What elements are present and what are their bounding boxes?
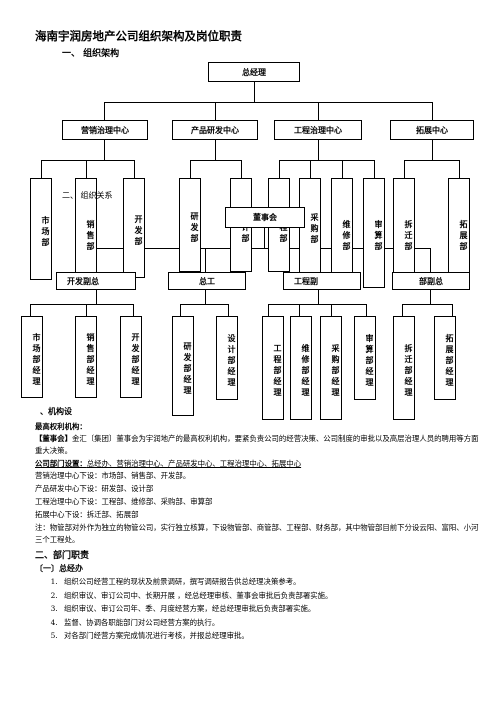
node-mgr-market: 市场部经理 bbox=[21, 316, 43, 398]
node-deputy-engineering: 工程副 bbox=[283, 272, 361, 290]
dept-label: 公司部门设置： bbox=[35, 459, 87, 468]
node-mgr-expand: 拓展部经理 bbox=[434, 316, 456, 400]
dept-setup: 公司部门设置：总经办、营销治理中心、产品研发中心、工程治理中心、拓展中心 bbox=[35, 458, 485, 470]
node-dept-audit: 审算部 bbox=[363, 178, 385, 288]
list-item: 组织审议、审订公司年、季、月度经营方案，经总经理审批后负责部署实施。 bbox=[60, 602, 480, 616]
page-title: 海南宇润房地产公司组织架构及岗位职责 bbox=[35, 29, 242, 43]
node-mgr-audit: 审算部经理 bbox=[354, 316, 376, 400]
node-center-expansion: 拓展中心 bbox=[390, 120, 474, 140]
node-mgr-maintenance: 维修部经理 bbox=[290, 316, 312, 420]
dept-text: 总经办、营销治理中心、产品研发中心、工程治理中心、拓展中心 bbox=[86, 459, 302, 468]
body-line: 产品研发中心下设：研发部、设计部 bbox=[35, 484, 154, 493]
body-line: 营销治理中心下设：市场部、销售部、开发部。 bbox=[35, 471, 191, 480]
board-text: 金汇〔集团〕董事会为宇润地产的最高权利机构，要紧负责公司的经营决策、公司制度的审… bbox=[35, 434, 479, 455]
node-dept-development: 开发部 bbox=[123, 178, 145, 278]
node-mgr-demolition: 拆迁部经理 bbox=[393, 316, 415, 420]
node-mgr-research: 研发部经理 bbox=[172, 316, 194, 416]
node-center-marketing: 营销治理中心 bbox=[62, 120, 148, 140]
list-item: 组织公司经营工程的现状及前景调研，撰写调研报告供总经理决策参考。 bbox=[60, 575, 480, 589]
section-fragment: 、机构设 bbox=[40, 407, 72, 416]
top-org-label: 最高权利机构： bbox=[35, 422, 87, 431]
subsection-heading: 〔一〕总经办 bbox=[35, 564, 83, 573]
node-mgr-design: 设计部经理 bbox=[216, 316, 238, 400]
node-deputy-expansion: 部副总 bbox=[392, 272, 470, 290]
board-tag: 【董事会】 bbox=[35, 434, 72, 443]
duties-list: 组织公司经营工程的现状及前景调研，撰写调研报告供总经理决策参考。 组织审议、审订… bbox=[45, 575, 480, 643]
node-board: 董事会 bbox=[225, 207, 305, 228]
list-item: 组织审议、审订公司中、长期开展 ，经总经理审核、董事会审批后负责部署实施。 bbox=[60, 589, 480, 603]
node-center-product: 产品研发中心 bbox=[172, 120, 258, 140]
body-line: 拓展中心下设：拆迁部、拓展部 bbox=[35, 510, 139, 519]
node-dept-research: 研发部 bbox=[179, 178, 201, 272]
node-mgr-purchasing: 采购部经理 bbox=[320, 316, 342, 420]
body-note: 注：物管部对外作为独立的物管公司，实行独立核算，下设物管部、商管部、工程部、财务… bbox=[35, 523, 479, 544]
node-center-engineering: 工程治理中心 bbox=[274, 120, 362, 140]
section-heading-org: 一、 组织架构 bbox=[62, 49, 120, 59]
list-item: 对各部门经营方案完成情况进行考核，并报总经理审批。 bbox=[60, 629, 480, 643]
list-item: 监督、协调各职能部门对公司经营方案的执行。 bbox=[60, 616, 480, 630]
node-dept-market: 市场部 bbox=[30, 178, 52, 280]
node-general-manager: 总经理 bbox=[208, 62, 300, 82]
node-mgr-engineering: 工程部经理 bbox=[262, 316, 284, 420]
relation-heading: 二、 组织关系 bbox=[62, 191, 113, 200]
node-chief-engineer: 总工 bbox=[168, 272, 246, 290]
board-paragraph: 【董事会】金汇〔集团〕董事会为宇润地产的最高权利机构，要紧负责公司的经营决策、公… bbox=[35, 433, 485, 457]
node-mgr-sales: 销售部经理 bbox=[75, 316, 97, 398]
node-mgr-development: 开发部经理 bbox=[120, 316, 142, 398]
body-line: 工程治理中心下设：工程部、维修部、采购部、审算部 bbox=[35, 497, 213, 506]
node-dept-demolition: 拆迁部 bbox=[393, 178, 415, 288]
node-deputy-development: 开发副总 bbox=[56, 272, 136, 290]
section-heading-duties: 二、部门职责 bbox=[35, 551, 90, 561]
